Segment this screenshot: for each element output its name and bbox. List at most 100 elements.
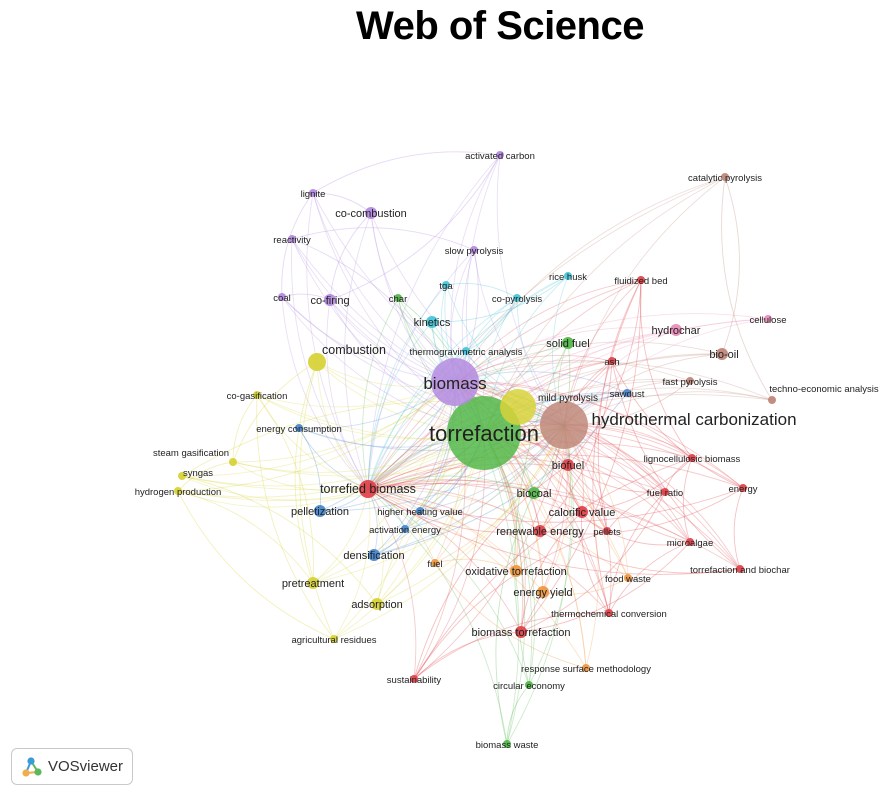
label-fluidized-bed[interactable]: fluidized bed: [614, 276, 667, 287]
label-calorific-value[interactable]: calorific value: [549, 507, 616, 519]
label-biofuel[interactable]: biofuel: [552, 460, 584, 472]
node-syngas[interactable]: [178, 472, 186, 480]
label-coal[interactable]: coal: [273, 293, 290, 304]
label-lignocellulosic-biomass[interactable]: lignocellulosic biomass: [644, 454, 741, 465]
node-reactivity[interactable]: [288, 235, 296, 243]
label-biomass-torrefaction[interactable]: biomass torrefaction: [471, 627, 570, 639]
label-char[interactable]: char: [389, 294, 407, 305]
node-bio-oil[interactable]: [716, 348, 728, 360]
node-oxidative-torrefaction[interactable]: [510, 565, 522, 577]
label-reactivity[interactable]: reactivity: [273, 235, 311, 246]
node-combustion[interactable]: [308, 353, 326, 371]
label-thermochemical-conversion[interactable]: thermochemical conversion: [551, 609, 667, 620]
label-rice-husk[interactable]: rice husk: [549, 272, 587, 283]
node-microalgae[interactable]: [686, 538, 694, 546]
label-ash[interactable]: ash: [604, 357, 619, 368]
node-hydrogen-production[interactable]: [174, 487, 182, 495]
node-fuel-ratio[interactable]: [661, 488, 669, 496]
label-thermogravimetric-analysis[interactable]: thermogravimetric analysis: [410, 347, 523, 358]
node-coal[interactable]: [278, 293, 286, 301]
node-energy[interactable]: [739, 484, 747, 492]
node-adsorption[interactable]: [371, 598, 383, 610]
node-kinetics[interactable]: [426, 316, 438, 328]
label-sustainability[interactable]: sustainability: [387, 675, 442, 686]
label-solid-fuel[interactable]: solid fuel: [546, 338, 589, 350]
label-fuel[interactable]: fuel: [427, 559, 442, 570]
label-densification[interactable]: densification: [343, 550, 404, 562]
label-activation-energy[interactable]: activation energy: [369, 525, 441, 536]
node-hydrothermal-carbonization[interactable]: [540, 401, 588, 449]
node-biomass-torrefaction[interactable]: [515, 626, 527, 638]
label-biomass[interactable]: biomass: [423, 374, 486, 393]
node-thermogravimetric-analysis[interactable]: [462, 347, 470, 355]
node-response-surface-methodology[interactable]: [582, 664, 590, 672]
label-oxidative-torrefaction[interactable]: oxidative torrefaction: [465, 566, 567, 578]
node-torrefaction-and-biochar[interactable]: [736, 565, 744, 573]
node-torrefied-biomass[interactable]: [359, 480, 377, 498]
label-torrefaction[interactable]: torrefaction: [429, 421, 539, 446]
vosviewer-badge[interactable]: VOSviewer: [11, 748, 133, 785]
node-pellets[interactable]: [603, 527, 611, 535]
label-microalgae[interactable]: microalgae: [667, 538, 713, 549]
node-tga[interactable]: [442, 281, 450, 289]
label-co-gasification[interactable]: co-gasification: [227, 391, 288, 402]
label-hydrogen-production[interactable]: hydrogen production: [135, 487, 222, 498]
node-lignite[interactable]: [309, 189, 317, 197]
node-ash[interactable]: [608, 357, 616, 365]
label-slow-pyrolysis[interactable]: slow pyrolysis: [445, 246, 504, 257]
label-co-pyrolysis[interactable]: co-pyrolysis: [492, 294, 542, 305]
label-renewable-energy[interactable]: renewable energy: [496, 526, 584, 538]
label-fuel-ratio[interactable]: fuel ratio: [647, 488, 683, 499]
node-char[interactable]: [394, 294, 402, 302]
node-biofuel[interactable]: [562, 459, 574, 471]
label-food-waste[interactable]: food waste: [605, 574, 651, 585]
label-pellets[interactable]: pellets: [593, 527, 621, 538]
node-thermochemical-conversion[interactable]: [605, 609, 613, 617]
node-agricultural-residues[interactable]: [330, 635, 338, 643]
label-adsorption[interactable]: adsorption: [351, 599, 402, 611]
node-energy-consumption[interactable]: [295, 424, 303, 432]
node-food-waste[interactable]: [624, 574, 632, 582]
label-torrefaction-and-biochar[interactable]: torrefaction and biochar: [690, 565, 790, 576]
label-steam-gasification[interactable]: steam gasification: [153, 448, 229, 459]
label-activated-carbon[interactable]: activated carbon: [465, 151, 535, 162]
label-circular-economy[interactable]: circular economy: [493, 681, 565, 692]
label-sawdust[interactable]: sawdust: [610, 389, 645, 400]
node-pretreatment[interactable]: [307, 577, 319, 589]
label-biomass-waste[interactable]: biomass waste: [476, 740, 539, 751]
label-higher-heating-value[interactable]: higher heating value: [377, 507, 463, 518]
label-cellulose[interactable]: cellulose: [750, 315, 787, 326]
node-densification[interactable]: [368, 549, 380, 561]
node-co-pyrolysis[interactable]: [513, 294, 521, 302]
node-fluidized-bed[interactable]: [637, 276, 645, 284]
node-renewable-energy[interactable]: [534, 525, 546, 537]
node-solid-fuel[interactable]: [562, 337, 574, 349]
node-fuel[interactable]: [431, 559, 439, 567]
node-biomass[interactable]: [431, 358, 479, 406]
node-rice-husk[interactable]: [564, 272, 572, 280]
label-agricultural-residues[interactable]: agricultural residues: [291, 635, 376, 646]
node-mild-pyrolysis[interactable]: [500, 389, 536, 425]
node-lignocellulosic-biomass[interactable]: [688, 454, 696, 462]
node-co-gasification[interactable]: [253, 391, 261, 399]
label-syngas[interactable]: syngas: [183, 468, 213, 479]
label-pretreatment[interactable]: pretreatment: [282, 578, 344, 590]
label-co-combustion[interactable]: co-combustion: [335, 208, 407, 220]
label-energy-consumption[interactable]: energy consumption: [256, 424, 342, 435]
label-energy-yield[interactable]: energy yield: [513, 587, 572, 599]
label-combustion[interactable]: combustion: [322, 343, 386, 357]
label-pelletization[interactable]: pelletization: [291, 506, 349, 518]
node-biocoal[interactable]: [528, 487, 540, 499]
node-slow-pyrolysis[interactable]: [470, 246, 478, 254]
label-hydrothermal-carbonization[interactable]: hydrothermal carbonization: [591, 410, 796, 429]
node-co-firing[interactable]: [324, 294, 336, 306]
label-bio-oil[interactable]: bio-oil: [709, 349, 738, 361]
label-response-surface-methodology[interactable]: response surface methodology: [521, 664, 651, 675]
label-catalytic-pyrolysis[interactable]: catalytic pyrolysis: [688, 173, 762, 184]
node-activation-energy[interactable]: [401, 525, 409, 533]
label-energy[interactable]: energy: [728, 484, 757, 495]
label-biocoal[interactable]: biocoal: [517, 488, 552, 500]
node-steam-gasification[interactable]: [229, 458, 237, 466]
node-fast-pyrolysis[interactable]: [686, 377, 694, 385]
